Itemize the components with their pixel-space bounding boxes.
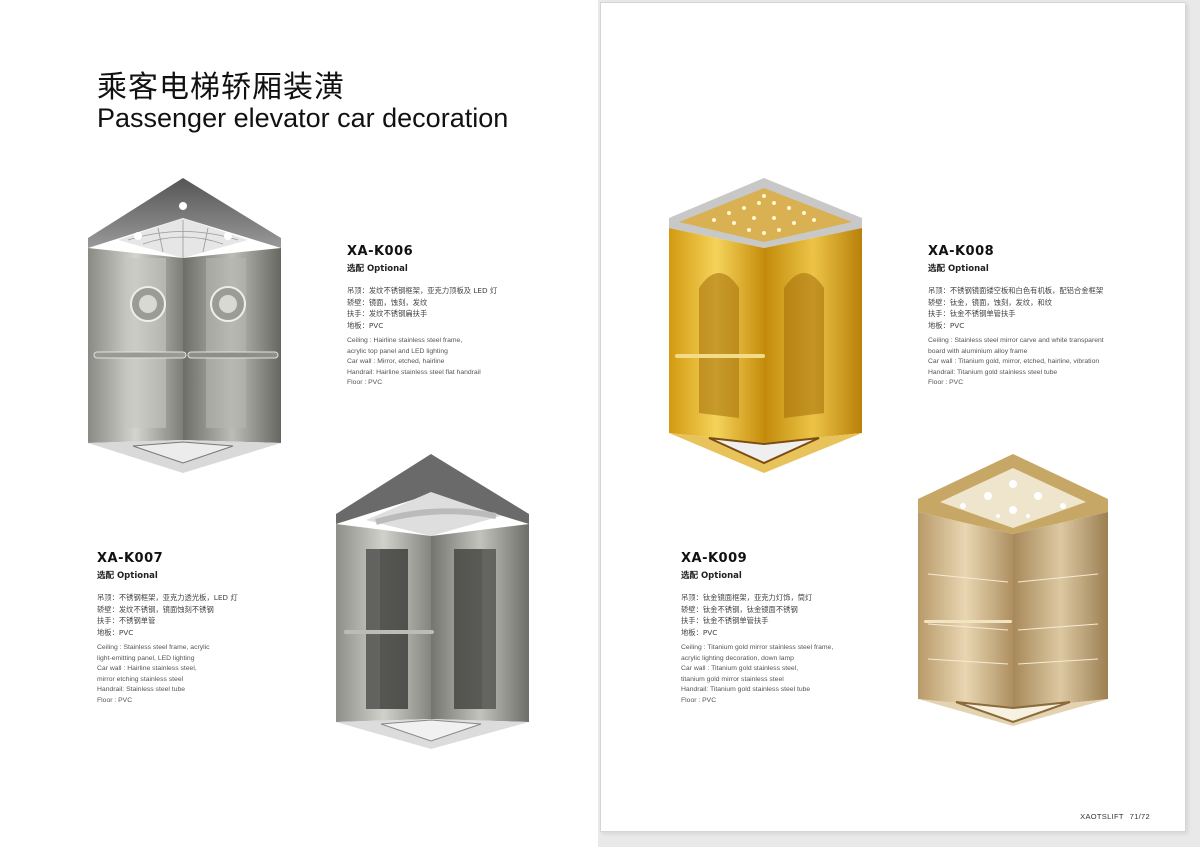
spec-line-en: Handrail: Titanium gold stainless steel …: [681, 686, 811, 693]
spec-line-en: Ceiling : Stainless steel frame, acrylic: [97, 644, 210, 651]
page-number: 71/72: [1129, 812, 1150, 821]
model-code: XA-K006: [347, 244, 414, 259]
elevator-image-k009: [918, 454, 1108, 726]
spec-line-cn: 地板：PVC: [928, 320, 965, 330]
spec-line-en: Ceiling : Titanium gold mirror stainless…: [681, 644, 834, 651]
spec-block-k008: XA-K008 选配 Optional 吊顶：不锈钢镜面镂空板和白色有机板，配铝…: [928, 244, 1158, 389]
spec-line-en: Floor : PVC: [681, 696, 717, 704]
optional-label: 选配 Optional: [347, 264, 408, 274]
spec-line-en: Car wall : Titanium gold stainless steel…: [681, 665, 799, 672]
spec-line-en: titanium gold mirror stainless steel: [681, 675, 784, 683]
spec-line-en: Ceiling : Hairline stainless steel frame…: [347, 337, 463, 344]
spec-line-cn: 扶手：钛金不锈钢单管扶手: [928, 309, 1016, 318]
spec-line-en: Ceiling : Stainless steel mirror carve a…: [928, 337, 1104, 344]
spec-line-en: acrylic lighting decoration, down lamp: [681, 654, 794, 662]
spec-line-cn: 轿壁：钛金不锈钢，钛金镜面不锈钢: [681, 604, 798, 614]
spec-line-cn: 地板：PVC: [97, 627, 134, 637]
spec-line-en: Car wall : Mirror, etched, hairline: [347, 358, 445, 365]
spec-line-cn: 轿壁：发纹不锈钢，镜面蚀刻不锈钢: [97, 604, 214, 614]
optional-label: 选配 Optional: [681, 571, 742, 581]
spec-line-en: mirror etching stainless steel: [97, 675, 184, 683]
spec-line-cn: 扶手：不锈钢单管: [97, 616, 156, 625]
spec-block-k009: XA-K009 选配 Optional 吊顶：钛金镜面框架，亚克力灯饰，筒灯 轿…: [681, 551, 911, 706]
brand-name: XAOTSLIFT: [1080, 812, 1124, 821]
spec-block-k007: XA-K007 选配 Optional 吊顶：不锈钢框架，亚克力透光板，LED …: [97, 551, 327, 706]
spec-line-en: acrylic top panel and LED lighting: [347, 347, 448, 355]
spec-line-cn: 吊顶：不锈钢镜面镂空板和白色有机板，配铝合金框架: [928, 286, 1104, 295]
spec-line-en: Car wall : Hairline stainless steel,: [97, 665, 197, 672]
spec-line-cn: 吊顶：发纹不锈钢框架，亚克力顶板及 LED 灯: [347, 286, 498, 295]
model-code: XA-K009: [681, 551, 748, 566]
page-title-en: Passenger elevator car decoration: [97, 103, 509, 133]
spec-line-cn: 地板：PVC: [681, 627, 718, 637]
spec-line-cn: 扶手：发纹不锈钢扁扶手: [347, 309, 428, 318]
spec-line-en: Floor : PVC: [928, 379, 964, 386]
optional-label: 选配 Optional: [928, 264, 989, 274]
spec-line-en: light-emitting panel, LED lighting: [97, 654, 195, 662]
elevator-image-k007: [336, 454, 529, 749]
spec-line-cn: 扶手：钛金不锈钢单管扶手: [681, 616, 769, 625]
spec-block-k006: XA-K006 选配 Optional 吊顶：发纹不锈钢框架，亚克力顶板及 LE…: [347, 244, 577, 389]
page-footer: XAOTSLIFT 71/72: [1074, 812, 1150, 821]
spec-line-cn: 轿壁：镜面，蚀刻，发纹: [347, 297, 428, 307]
spec-line-en: Handrail: Stainless steel tube: [97, 686, 186, 693]
model-code: XA-K008: [928, 244, 995, 259]
spec-line-cn: 吊顶：钛金镜面框架，亚克力灯饰，筒灯: [681, 593, 813, 602]
spec-line-en: Handrail: Hairline stainless steel flat …: [347, 368, 481, 376]
spec-line-en: Handrail: Titanium gold stainless steel …: [928, 368, 1058, 376]
spec-line-en: Car wall : Titanium gold, mirror, etched…: [928, 358, 1100, 365]
elevator-image-k008: [669, 178, 862, 473]
elevator-image-k006: [88, 178, 281, 473]
spec-line-cn: 地板：PVC: [347, 320, 384, 330]
optional-label: 选配 Optional: [97, 571, 158, 581]
spec-line-en: board with aluminium alloy frame: [928, 347, 1028, 355]
spec-line-en: Floor : PVC: [347, 379, 383, 386]
spec-line-cn: 吊顶：不锈钢框架，亚克力透光板，LED 灯: [97, 593, 238, 602]
model-code: XA-K007: [97, 551, 164, 566]
spec-line-cn: 轿壁：钛金，镜面，蚀刻，发纹，和纹: [928, 297, 1053, 307]
spec-line-en: Floor : PVC: [97, 696, 133, 704]
page-title-cn: 乘客电梯轿厢装潢: [97, 70, 345, 105]
